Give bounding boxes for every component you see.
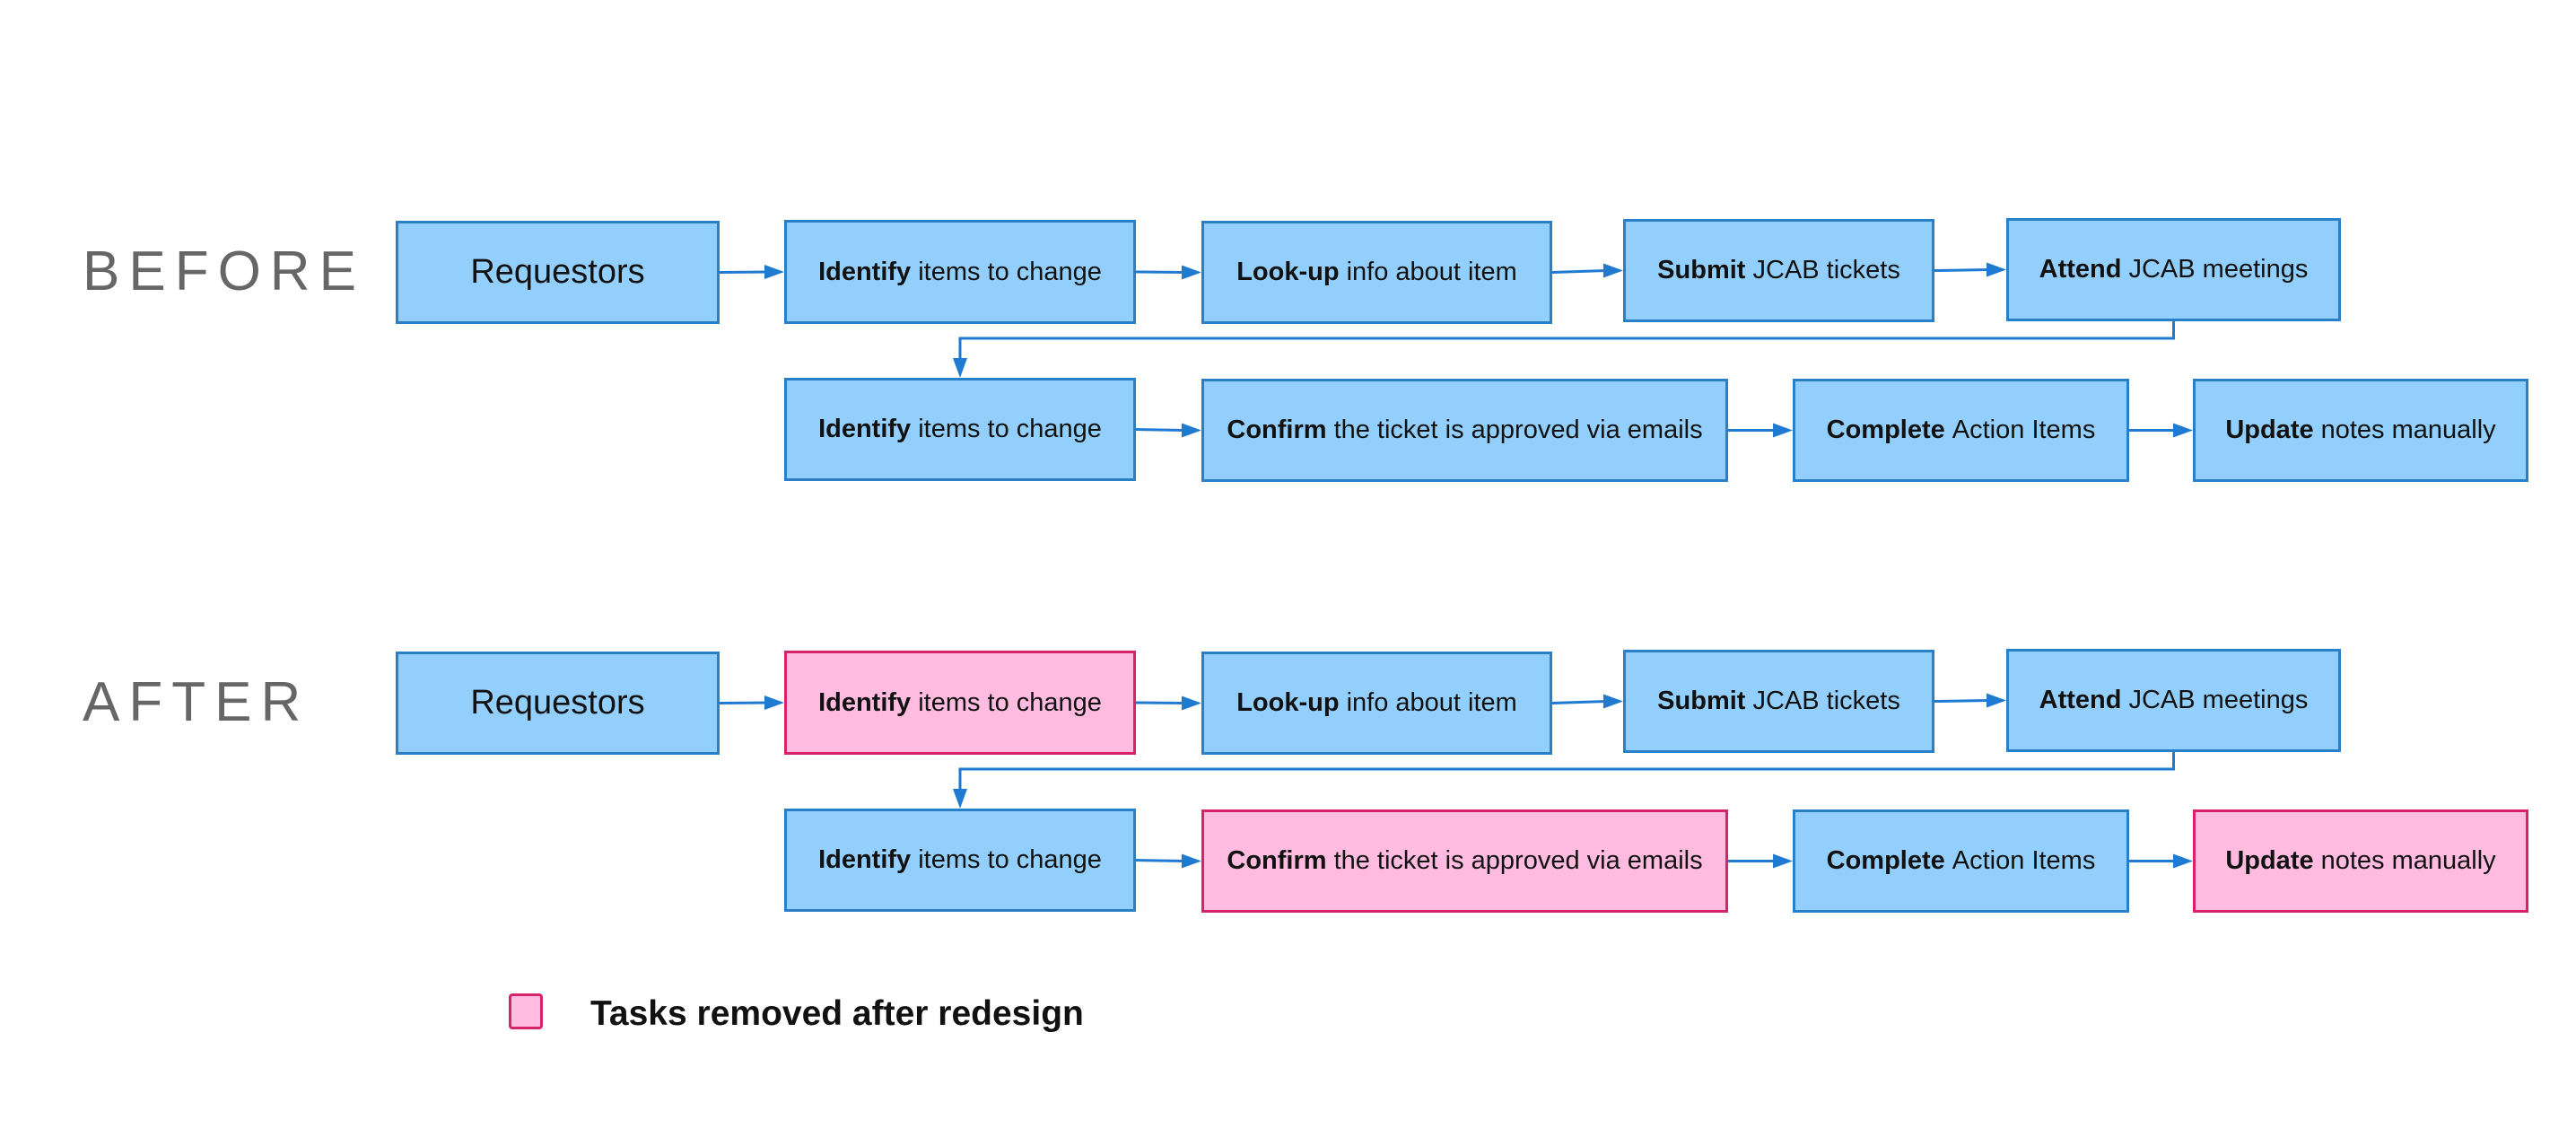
step-bold: Update [2225, 416, 2314, 444]
step-rest: items to change [918, 687, 1102, 717]
legend-label: Tasks removed after redesign [590, 994, 1084, 1033]
flow-arrowhead [1182, 265, 1201, 280]
flow-arrow-line [1135, 270, 1186, 274]
step-label: Requestors [470, 253, 645, 291]
step-rest: items to change [918, 257, 1102, 286]
flow-arrow-line [1135, 428, 1186, 432]
flow-arrowhead [1773, 423, 1793, 438]
step-bold: Confirm [1227, 416, 1327, 444]
flow-arrow-line [719, 701, 769, 704]
flow-arrowhead [2173, 423, 2193, 438]
step-rest: Action Items [1952, 846, 2096, 875]
step-rest: JCAB tickets [1752, 256, 1900, 284]
step-bold: Identify [818, 845, 912, 874]
step-bold: Update [2225, 846, 2314, 875]
flow-arrowhead [764, 265, 784, 279]
step-bold: Look-up [1236, 258, 1340, 286]
step-rest: JCAB tickets [1752, 687, 1900, 715]
step-bold: Confirm [1227, 846, 1327, 875]
flow-arrowhead [1603, 694, 1623, 709]
legend-swatch-removed [509, 993, 543, 1029]
after-label: AFTER [83, 671, 310, 733]
flow-arrowhead [1603, 263, 1623, 278]
flow-arrow-line [1551, 700, 1608, 704]
flow-arrow-line [1135, 701, 1186, 704]
flow-arrowhead [1182, 695, 1201, 711]
flow-arrowhead [764, 695, 784, 710]
step-bold: Attend [2039, 255, 2122, 284]
step-rest: info about item [1346, 688, 1517, 717]
flow-arrowhead [1773, 853, 1793, 869]
flow-arrow-line [1551, 269, 1608, 274]
step-rest: JCAB meetings [2128, 686, 2309, 714]
step-bold: Look-up [1236, 688, 1340, 717]
step-bold: Attend [2039, 686, 2122, 714]
step-rest: Action Items [1952, 416, 2096, 444]
step-bold: Identify [818, 687, 912, 717]
flow-arrowhead [1182, 423, 1201, 438]
step-rest: the ticket is approved via emails [1333, 846, 1703, 875]
step-rest: items to change [918, 415, 1102, 443]
step-rest: info about item [1346, 258, 1517, 286]
flow-arrowhead [1182, 853, 1201, 869]
step-bold: Submit [1657, 687, 1746, 715]
step-bold: Complete [1826, 416, 1945, 444]
step-label: Requestors [470, 684, 645, 722]
after-step-requestors: Requestors [396, 652, 720, 755]
wrap-connector [958, 752, 2175, 792]
step-rest: notes manually [2320, 416, 2496, 444]
before-label: BEFORE [83, 241, 365, 302]
step-rest: notes manually [2320, 846, 2496, 875]
flow-arrow-line [1135, 859, 1186, 862]
flow-arrowhead [2173, 853, 2193, 869]
step-bold: Identify [818, 415, 912, 443]
step-rest: items to change [918, 845, 1102, 874]
step-bold: Identify [818, 257, 912, 286]
flow-arrow-line [719, 270, 769, 274]
flow-arrowhead [1987, 262, 2006, 277]
flow-arrowhead [1987, 693, 2006, 708]
step-rest: the ticket is approved via emails [1333, 416, 1703, 444]
wrap-arrowhead [953, 789, 967, 809]
flow-arrow-line [1934, 268, 1991, 272]
wrap-connector [958, 321, 2175, 362]
step-bold: Complete [1826, 846, 1945, 875]
before-step-requestors: Requestors [396, 221, 720, 324]
wrap-arrowhead [953, 358, 967, 378]
flow-arrow-line [1934, 699, 1991, 703]
step-rest: JCAB meetings [2128, 255, 2309, 284]
step-bold: Submit [1657, 256, 1746, 284]
